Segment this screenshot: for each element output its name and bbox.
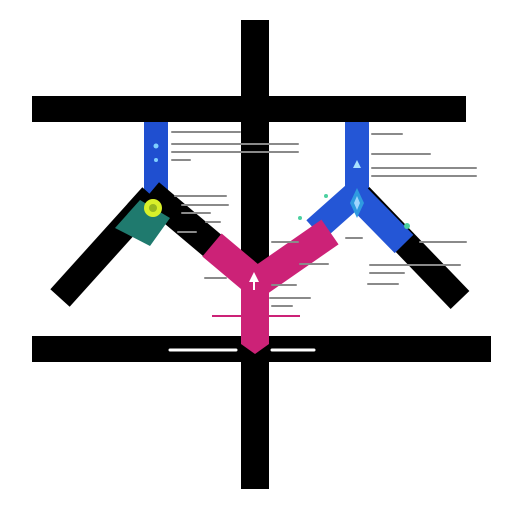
diamond-node-icon (350, 188, 364, 218)
annotation-top-left (171, 131, 299, 161)
junction-stem-tip (241, 344, 269, 354)
right-lower-blue-arm (347, 186, 414, 254)
circle-node-icon (144, 199, 162, 217)
arrow-up-icon (249, 272, 259, 290)
top-crossbar (32, 96, 466, 122)
left-inner-arm (140, 182, 230, 263)
annotation-right-middle (345, 237, 467, 285)
annotation-center (204, 241, 329, 307)
annotation-top-right (371, 133, 477, 177)
annotation-left-middle (174, 195, 229, 233)
accent-dots (153, 143, 410, 229)
junction-right-arm (249, 219, 339, 295)
